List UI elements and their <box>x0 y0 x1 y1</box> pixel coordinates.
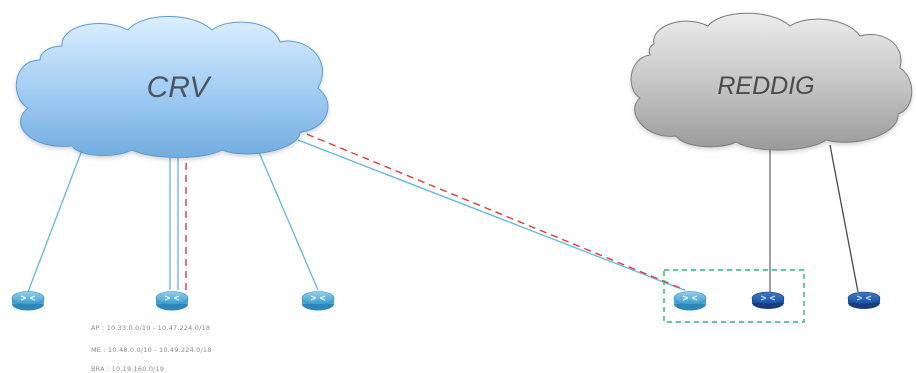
reddig-cloud <box>630 12 913 151</box>
router-icon <box>847 291 881 309</box>
link-crv-router-3 <box>257 149 319 291</box>
router-icon <box>301 291 335 311</box>
router-icon <box>11 291 45 311</box>
crv-cloud <box>15 16 329 158</box>
route-prefix-me: ME : 10.48.0.0/10 - 10.49.224.0/18 <box>91 346 212 354</box>
link-crv-router-1 <box>27 149 83 293</box>
cloud-label-reddig: REDDIG <box>717 72 814 100</box>
cloud-label-crv: CRV <box>147 71 213 104</box>
edge-router-group-box <box>663 269 805 323</box>
router-icon <box>751 291 785 309</box>
router-icon <box>155 291 189 311</box>
route-prefix-bra: BRA : 10.19.160.0/19 <box>91 365 165 373</box>
route-prefix-ap: AP : 10.33.0.0/10 - 10.47.224.0/18 <box>91 324 211 332</box>
link-reddig-router <box>829 144 859 293</box>
router-icon <box>673 291 707 311</box>
link-crv-edge-router <box>297 139 685 291</box>
reddig-links <box>769 144 859 293</box>
crv-links <box>27 139 685 293</box>
